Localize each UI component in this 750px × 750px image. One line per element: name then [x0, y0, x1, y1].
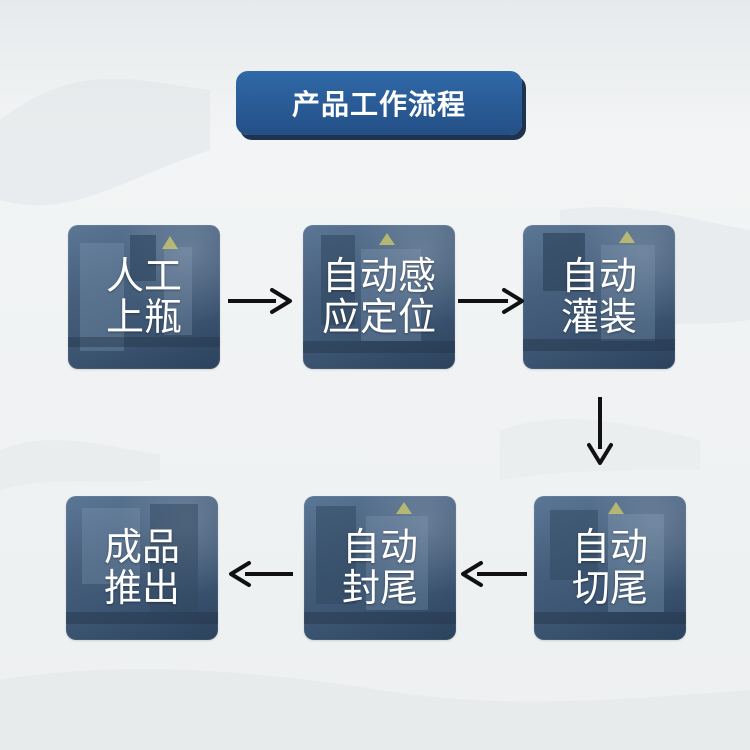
workflow-title: 产品工作流程	[291, 88, 466, 121]
step-label-line1: 人工	[105, 254, 182, 298]
step-label-line2: 上瓶	[105, 295, 182, 339]
step-tile-auto-tail-cutting: 自动 切尾	[534, 496, 686, 640]
step-tile-manual-bottle-loading: 人工 上瓶	[68, 225, 220, 369]
machine-photo-backdrop	[303, 233, 455, 353]
step-tile-auto-tail-sealing: 自动 封尾	[304, 496, 456, 640]
arrow-right-icon	[458, 288, 524, 314]
step-label-line2: 应定位	[321, 295, 436, 339]
arrow-right-icon	[228, 288, 292, 314]
step-tile-finished-product-output: 成品 推出	[66, 496, 218, 640]
arrow-down-icon	[587, 397, 613, 465]
step-label-line1: 自动	[341, 525, 418, 569]
step-label-line1: 成品	[103, 525, 180, 569]
step-label-line1: 自动感	[321, 254, 436, 298]
arrow-left-icon	[229, 561, 293, 587]
machine-photo-backdrop	[66, 504, 218, 624]
step-label-line2: 切尾	[571, 566, 648, 610]
machine-photo-backdrop	[523, 231, 675, 351]
step-label-line2: 灌装	[560, 295, 637, 339]
step-label-line1: 自动	[560, 254, 637, 298]
workflow-title-banner: 产品工作流程	[236, 71, 522, 135]
step-label-line2: 推出	[103, 566, 180, 610]
step-label-line1: 自动	[571, 525, 648, 569]
machine-photo-backdrop	[534, 502, 686, 624]
step-label-line2: 封尾	[341, 566, 418, 610]
step-tile-auto-sensor-positioning: 自动感 应定位	[303, 225, 455, 369]
machine-photo-backdrop	[68, 235, 220, 351]
machine-photo-backdrop	[304, 502, 456, 624]
arrow-left-icon	[461, 561, 527, 587]
step-tile-auto-filling: 自动 灌装	[523, 225, 675, 369]
